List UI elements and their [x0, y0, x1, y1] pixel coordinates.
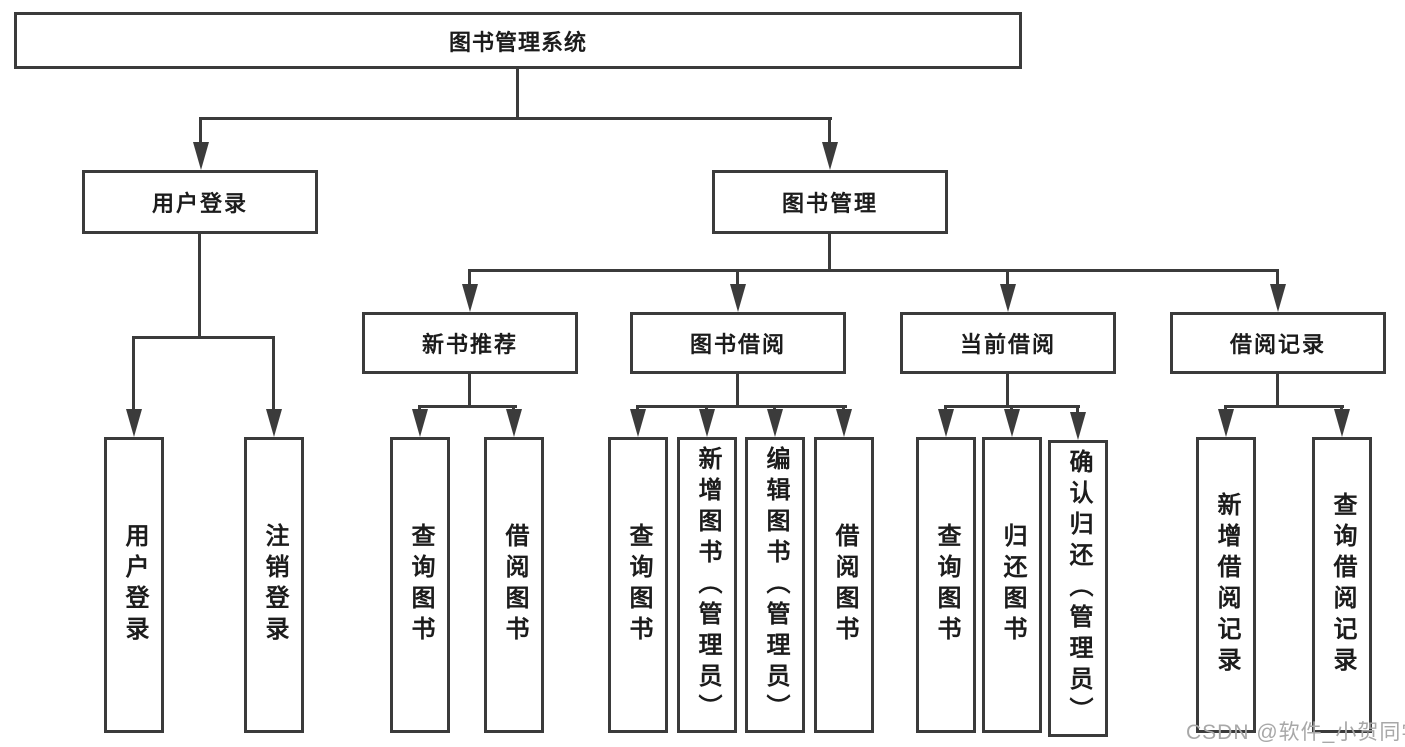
node-leaf-user-login: 用户登录 [104, 437, 164, 733]
arrowhead [1000, 284, 1016, 312]
node-leaf-edit-books-admin-label: 编辑图书（管理员） [762, 445, 789, 725]
arrowhead [1334, 409, 1350, 437]
connector-line [1006, 271, 1009, 286]
node-leaf-query-books-2: 查询图书 [608, 437, 668, 733]
arrowhead [1218, 409, 1234, 437]
arrowhead [506, 409, 522, 437]
arrowhead [1070, 412, 1086, 440]
arrowhead [699, 409, 715, 437]
node-leaf-logout: 注销登录 [244, 437, 304, 733]
node-borrow-records-label: 借阅记录 [1229, 332, 1326, 357]
connector-line [828, 119, 831, 146]
node-leaf-return-books: 归还图书 [982, 437, 1042, 733]
arrowhead [1270, 284, 1286, 312]
arrowhead [938, 409, 954, 437]
node-leaf-query-borrow-record-label: 查询借阅记录 [1329, 492, 1356, 678]
node-leaf-confirm-return-admin: 确认归还（管理员） [1048, 440, 1108, 737]
connector-line [1224, 405, 1344, 408]
arrowhead [126, 409, 142, 437]
node-leaf-edit-books-admin: 编辑图书（管理员） [745, 437, 805, 733]
node-user-login-label: 用户登录 [151, 191, 248, 216]
arrowhead [412, 409, 428, 437]
arrowhead [767, 409, 783, 437]
connector-line [468, 374, 471, 406]
connector-line [199, 117, 832, 120]
node-book-borrow-label: 图书借阅 [689, 332, 786, 357]
node-leaf-query-books-1: 查询图书 [390, 437, 450, 733]
node-leaf-query-books-1-label: 查询图书 [407, 523, 434, 647]
node-leaf-borrow-books-1: 借阅图书 [484, 437, 544, 733]
node-leaf-query-books-3-label: 查询图书 [933, 523, 960, 647]
connector-line [132, 336, 275, 339]
node-leaf-add-books-admin-label: 新增图书（管理员） [694, 445, 721, 725]
arrowhead [1004, 409, 1020, 437]
connector-line [468, 271, 471, 286]
node-leaf-query-books-2-label: 查询图书 [625, 523, 652, 647]
node-current-borrow: 当前借阅 [900, 312, 1116, 374]
node-leaf-query-books-3: 查询图书 [916, 437, 976, 733]
node-current-borrow-label: 当前借阅 [959, 332, 1056, 357]
connector-line [636, 405, 847, 408]
node-leaf-add-books-admin: 新增图书（管理员） [677, 437, 737, 733]
connector-line [272, 338, 275, 412]
connector-line [516, 69, 519, 118]
connector-line [198, 234, 201, 337]
node-book-borrow: 图书借阅 [630, 312, 846, 374]
node-book-management-label: 图书管理 [781, 191, 878, 216]
node-new-book-recommend-label: 新书推荐 [421, 332, 518, 357]
node-leaf-borrow-books-2: 借阅图书 [814, 437, 874, 733]
arrowhead [730, 284, 746, 312]
arrowhead [630, 409, 646, 437]
arrowhead [836, 409, 852, 437]
connector-line [132, 338, 135, 412]
node-leaf-confirm-return-admin-label: 确认归还（管理员） [1065, 449, 1092, 728]
arrowhead [462, 284, 478, 312]
connector-line [1006, 374, 1009, 406]
arrowhead [266, 409, 282, 437]
connector-line [828, 234, 831, 270]
connector-line [468, 269, 1279, 272]
connector-line [736, 374, 739, 406]
connector-line [199, 119, 202, 146]
node-library-system-label: 图书管理系统 [448, 29, 587, 55]
node-leaf-borrow-books-2-label: 借阅图书 [831, 523, 858, 647]
node-new-book-recommend: 新书推荐 [362, 312, 578, 374]
csdn-watermark: CSDN @软件_小贺同学 [1186, 721, 1405, 744]
connector-line [736, 271, 739, 286]
node-library-system: 图书管理系统 [14, 12, 1022, 69]
node-leaf-add-borrow-record: 新增借阅记录 [1196, 437, 1256, 733]
node-user-login: 用户登录 [82, 170, 318, 234]
node-leaf-add-borrow-record-label: 新增借阅记录 [1213, 492, 1240, 678]
connector-line [944, 405, 1080, 408]
connector-line [1276, 271, 1279, 286]
node-book-management: 图书管理 [712, 170, 948, 234]
arrowhead [193, 142, 209, 170]
node-leaf-query-borrow-record: 查询借阅记录 [1312, 437, 1372, 733]
connector-line [1076, 407, 1079, 415]
node-leaf-return-books-label: 归还图书 [999, 523, 1026, 647]
connector-line [418, 405, 517, 408]
node-leaf-borrow-books-1-label: 借阅图书 [501, 523, 528, 647]
node-leaf-user-login-label: 用户登录 [121, 523, 148, 647]
node-borrow-records: 借阅记录 [1170, 312, 1386, 374]
arrowhead [822, 142, 838, 170]
connector-line [1276, 374, 1279, 406]
node-leaf-logout-label: 注销登录 [261, 523, 288, 647]
